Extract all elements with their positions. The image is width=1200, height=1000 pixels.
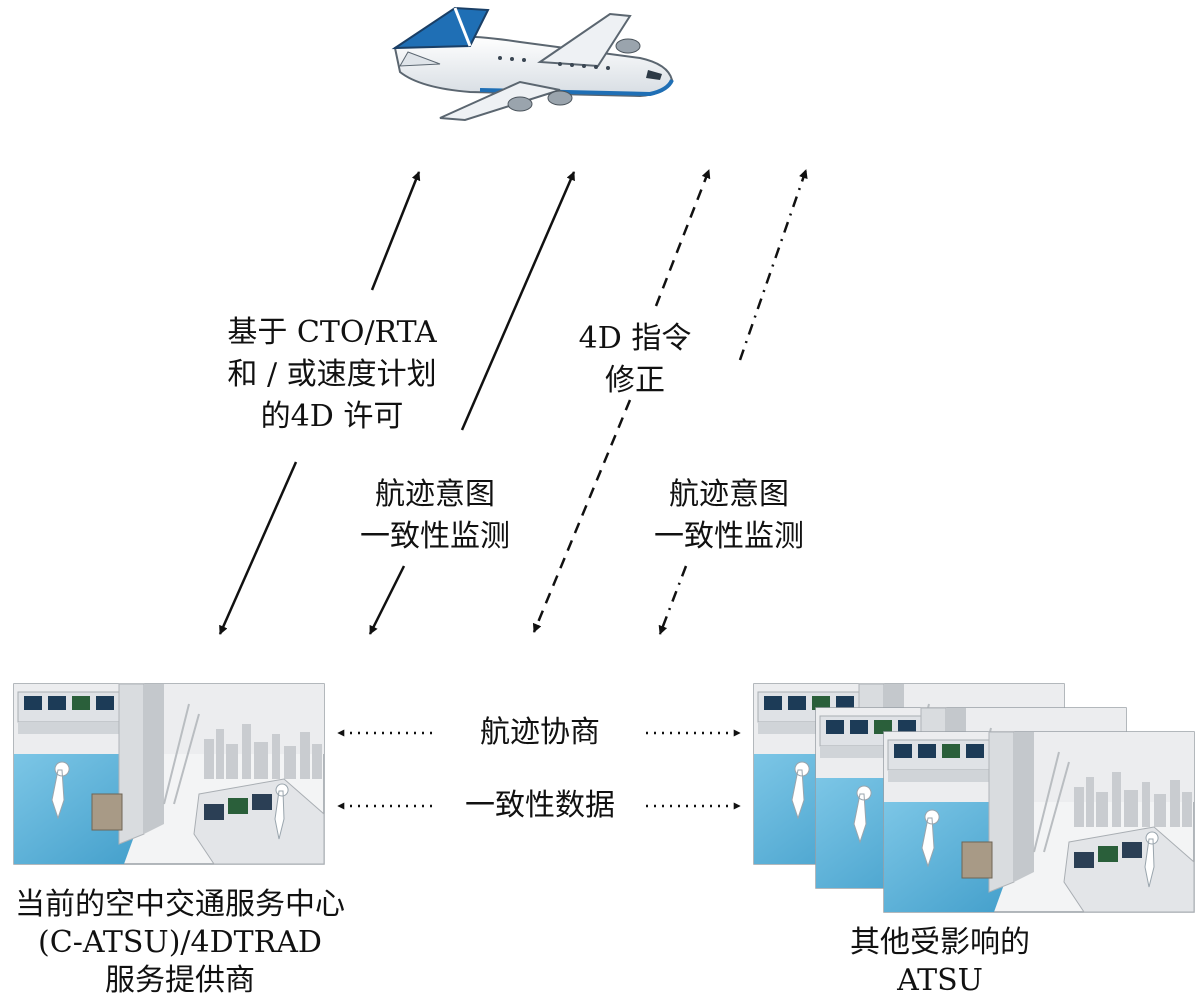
clearance-label-line: 和 / 或速度计划 xyxy=(227,357,437,392)
clearance-label: 基于 CTO/RTA 和 / 或速度计划 的4D 许可 xyxy=(212,312,452,438)
monitoring-label-left: 航迹意图 一致性监测 xyxy=(350,474,520,558)
monitoring-label-right: 航迹意图 一致性监测 xyxy=(644,474,814,558)
other-atsu-caption-line: 其他受影响的 xyxy=(850,925,1030,960)
other-atsu-caption-line: ATSU xyxy=(897,963,983,998)
monitoring-label-line: 航迹意图 xyxy=(375,477,495,512)
instruction-label-line: 4D 指令 xyxy=(578,321,692,356)
monitoring-label-line: 航迹意图 xyxy=(669,477,789,512)
current-atsu-control-room-image xyxy=(13,683,325,865)
airplane-icon xyxy=(391,6,674,122)
monitoring-label-line: 一致性监测 xyxy=(654,519,804,554)
clearance-label-line: 基于 CTO/RTA xyxy=(227,315,437,350)
clearance-label-line: 的4D 许可 xyxy=(260,399,404,434)
current-atsu-caption-line: (C-ATSU)/4DTRAD xyxy=(38,925,322,960)
instruction-label: 4D 指令 修正 xyxy=(570,318,700,402)
monitoring-label-line: 一致性监测 xyxy=(360,519,510,554)
current-atsu-caption-line: 服务提供商 xyxy=(105,963,255,998)
other-atsu-caption: 其他受影响的 ATSU xyxy=(770,924,1110,1000)
other-atsu-control-room-images xyxy=(753,683,1195,913)
negotiation-label: 航迹协商 xyxy=(480,715,600,750)
monitoring-arrow-left xyxy=(368,171,576,635)
current-atsu-caption-line: 当前的空中交通服务中心 xyxy=(15,887,345,922)
conformance-data-label: 一致性数据 xyxy=(465,788,615,823)
clearance-arrow xyxy=(218,171,421,635)
monitoring-arrow-right xyxy=(658,169,808,635)
instruction-label-line: 修正 xyxy=(605,363,665,398)
instruction-arrow xyxy=(532,169,711,633)
current-atsu-caption: 当前的空中交通服务中心 (C-ATSU)/4DTRAD 服务提供商 xyxy=(0,886,360,1000)
